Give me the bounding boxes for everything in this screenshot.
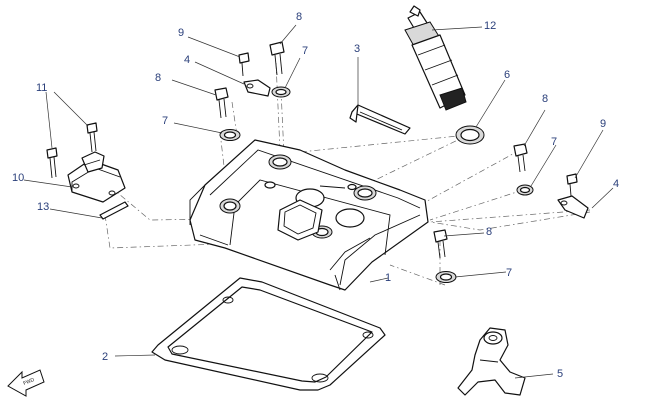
valve-cover <box>189 139 429 291</box>
dowel-pin <box>99 201 129 220</box>
callout-11: 11 <box>36 82 47 94</box>
callout-3: 3 <box>354 43 360 55</box>
callout-4-top: 4 <box>184 54 190 66</box>
callout-4-right: 4 <box>613 178 619 190</box>
leader-lines <box>23 24 614 379</box>
brackets <box>243 79 589 219</box>
callout-7-bottom: 7 <box>506 267 512 279</box>
callout-8-bottom: 8 <box>486 226 492 238</box>
callout-7-left: 7 <box>162 115 168 127</box>
cover-gasket <box>151 277 386 391</box>
washers <box>219 86 534 283</box>
retaining-clip <box>349 104 411 135</box>
callout-1: 1 <box>385 272 391 284</box>
housing-bolts <box>46 122 98 179</box>
breather-housing <box>67 151 126 203</box>
callout-labels: 1 2 3 4 4 5 6 7 7 7 7 8 8 8 8 9 9 10 11 … <box>12 11 619 380</box>
ignition-coil <box>404 5 467 111</box>
rocker-bracket <box>457 327 526 396</box>
small-bolts <box>238 52 578 197</box>
fwd-label: FWD <box>23 377 36 387</box>
callout-9-right: 9 <box>600 118 606 130</box>
callout-8-right: 8 <box>542 93 548 105</box>
callout-9-top: 9 <box>178 27 184 39</box>
callout-12: 12 <box>484 20 496 32</box>
callout-7-right: 7 <box>551 136 557 148</box>
callout-2: 2 <box>102 351 108 363</box>
plug-seal <box>455 125 485 145</box>
bolts <box>214 41 528 259</box>
callout-8-top: 8 <box>296 11 302 23</box>
callout-10: 10 <box>12 172 24 184</box>
callout-5: 5 <box>557 368 563 380</box>
callout-13: 13 <box>37 201 49 213</box>
callout-6: 6 <box>504 69 510 81</box>
fwd-arrow-icon: FWD <box>7 369 45 397</box>
callout-7-top: 7 <box>302 45 308 57</box>
callout-8-left: 8 <box>155 72 161 84</box>
